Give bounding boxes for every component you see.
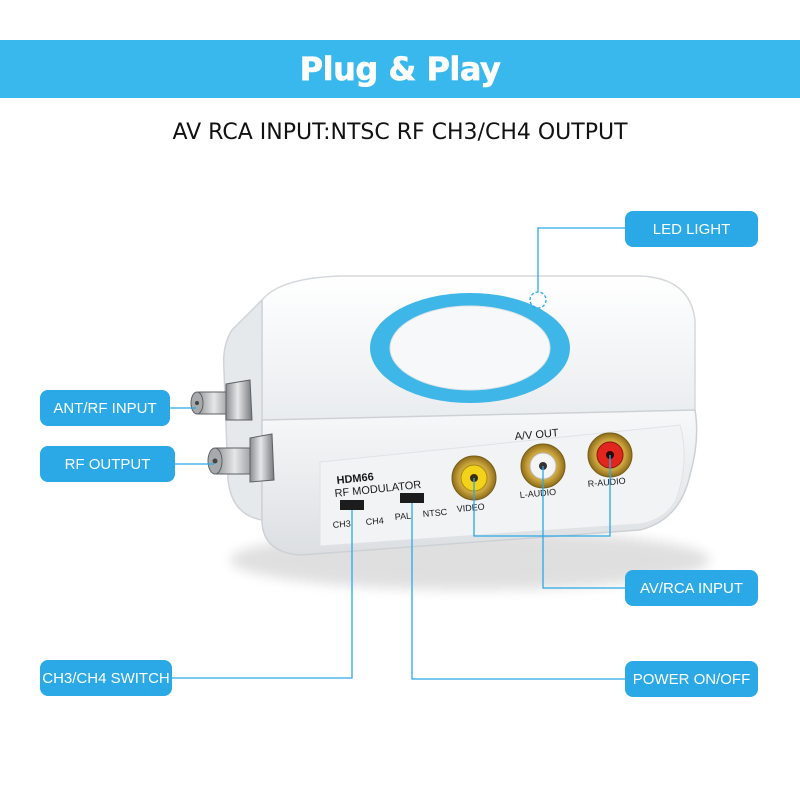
callout-ch3-ch4-switch: CH3/CH4 SWITCH (40, 660, 172, 696)
av-rca-bracket-line (473, 455, 611, 537)
av-rca-input-line (542, 466, 625, 589)
label-ch4: CH4 (365, 515, 384, 527)
rf-modulator-device (222, 275, 698, 556)
label-l-audio: L-AUDIO (519, 487, 556, 500)
label-video: VIDEO (456, 502, 485, 514)
ant-rf-input-connector (190, 379, 253, 421)
label-ntsc: NTSC (422, 507, 448, 519)
subtitle: AV RCA INPUT:NTSC RF CH3/CH4 OUTPUT (172, 120, 628, 145)
pal-ntsc-switch[interactable] (400, 493, 424, 503)
callout-power-on-off: POWER ON/OFF (625, 661, 758, 697)
ch3-ch4-switch[interactable] (340, 500, 364, 510)
callout-rf-output-label: RF OUTPUT (64, 455, 151, 473)
callout-ant-rf-input: ANT/RF INPUT (40, 390, 170, 426)
label-ch3: CH3 (332, 518, 351, 530)
callout-lines (170, 227, 625, 680)
device-model: HDM66 (336, 471, 374, 487)
callout-led-light: LED LIGHT (625, 211, 758, 247)
label-av-out: A/V OUT (514, 427, 559, 443)
callout-ant-rf-input-label: ANT/RF INPUT (53, 399, 157, 417)
callout-rf-output: RF OUTPUT (40, 446, 175, 482)
label-pal: PAL (394, 511, 411, 522)
callout-led-light-label: LED LIGHT (652, 220, 731, 238)
title-banner: Plug & Play (0, 40, 800, 98)
device-printing: HDM66 RF MODULATOR CH3 CH4 PAL NTSC VIDE… (332, 427, 626, 530)
led-light-line (537, 227, 625, 292)
led-light-marker (529, 291, 547, 309)
banner-title: Plug & Play (299, 50, 501, 89)
callout-power-on-off-label: POWER ON/OFF (632, 670, 751, 688)
callout-av-rca-input: AV/RCA INPUT (625, 570, 758, 606)
callout-av-rca-input-label: AV/RCA INPUT (639, 579, 744, 597)
ch3-ch4-switch-line (172, 510, 353, 679)
rf-output-connector (207, 433, 275, 483)
led-ring-center (389, 305, 551, 391)
label-r-audio: R-AUDIO (587, 476, 626, 489)
callout-ch3-ch4-switch-label: CH3/CH4 SWITCH (42, 669, 170, 687)
power-on-off-line (411, 503, 625, 680)
